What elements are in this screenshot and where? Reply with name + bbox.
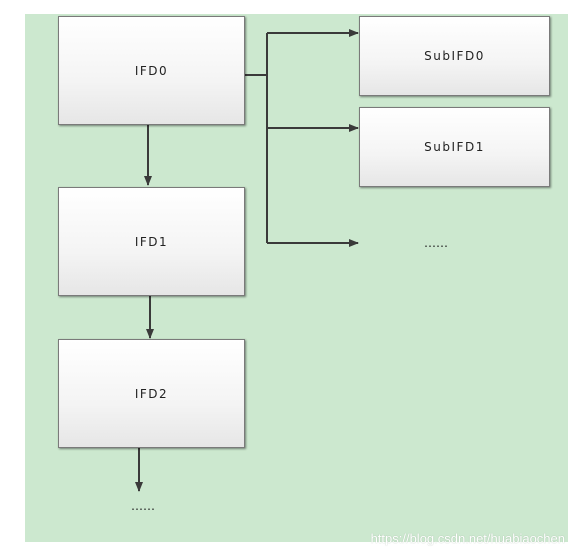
- node-subifd1-label: SubIFD1: [424, 140, 485, 154]
- watermark-url: https://blog.csdn.net/huabiaochen: [370, 531, 565, 546]
- continuation-sub-ellipsis: ……: [424, 236, 448, 250]
- node-ifd1: IFD1: [58, 187, 245, 296]
- node-ifd1-label: IFD1: [134, 234, 169, 249]
- node-subifd1: SubIFD1: [359, 107, 550, 187]
- node-subifd0-label: SubIFD0: [424, 49, 485, 63]
- continuation-main-ellipsis: ……: [131, 499, 155, 513]
- node-subifd0: SubIFD0: [359, 16, 550, 96]
- node-ifd0-label: IFD0: [134, 63, 169, 78]
- node-ifd2: IFD2: [58, 339, 245, 448]
- node-ifd0: IFD0: [58, 16, 245, 125]
- node-ifd2-label: IFD2: [134, 386, 169, 401]
